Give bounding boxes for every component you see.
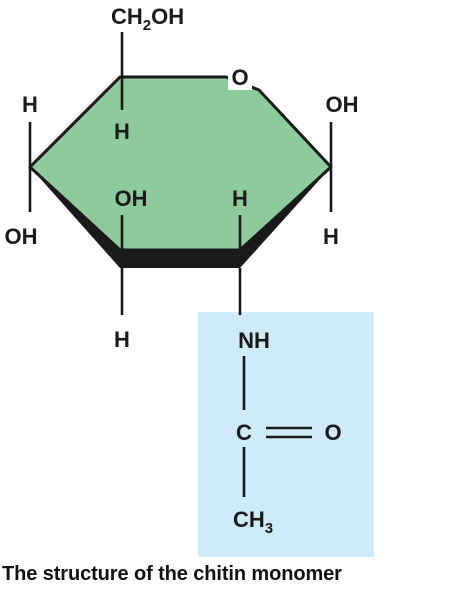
methyl-label: CH3 bbox=[233, 507, 273, 537]
c2-h-label: H bbox=[232, 186, 248, 211]
ring-front-edge bbox=[30, 167, 331, 268]
c1-h-label: H bbox=[323, 224, 339, 249]
c4-oh-label: OH bbox=[5, 224, 38, 249]
c5-h-label: H bbox=[114, 119, 130, 144]
c6-ch2oh-label: CH2OH bbox=[111, 4, 184, 34]
c4-h-label: H bbox=[22, 92, 38, 117]
figure-caption: The structure of the chitin monomer bbox=[2, 563, 342, 585]
hexose-ring bbox=[28, 75, 333, 252]
nh-label: NH bbox=[238, 328, 270, 353]
carbonyl-carbon-label: C bbox=[236, 420, 252, 445]
c3-h-label: H bbox=[114, 327, 130, 352]
substituent-bonds bbox=[28, 32, 333, 497]
acetylamino-highlight-box bbox=[198, 312, 374, 557]
carbonyl-oxygen-label: O bbox=[324, 420, 341, 445]
c1-oh-label: OH bbox=[326, 92, 359, 117]
ring-oxygen-gap bbox=[228, 64, 252, 90]
ring-oxygen-label: O bbox=[231, 65, 248, 90]
c3-oh-label: OH bbox=[115, 186, 148, 211]
